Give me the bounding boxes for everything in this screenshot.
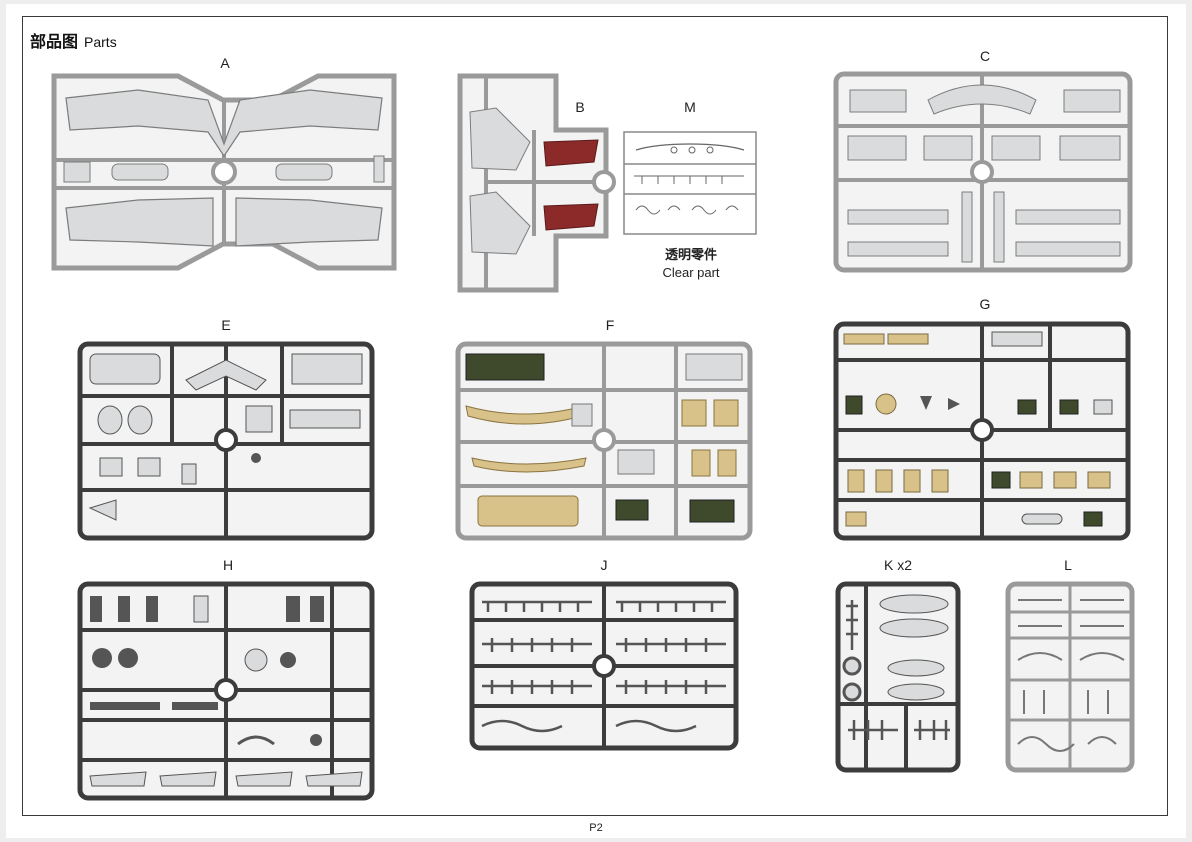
sprue-c [833, 71, 1133, 273]
sprue-label-l: L [1064, 557, 1072, 573]
sprue-l [1005, 581, 1135, 773]
sprue-h [77, 581, 375, 801]
sprue-label-k: K x2 [883, 557, 912, 573]
sprue-g [833, 321, 1131, 541]
sprue-f [455, 341, 753, 541]
sprue-label-m: M [684, 99, 696, 115]
page-title: 部品图 Parts [30, 28, 117, 52]
sprue-e [77, 341, 375, 541]
sprue-k [835, 581, 961, 773]
page-number: P2 [589, 822, 603, 834]
page-title-zh: 部品图 [30, 34, 79, 51]
sprue-a [51, 73, 397, 271]
sprue-m [623, 131, 757, 235]
clear-part-note-zh: 透明零件 [664, 247, 717, 262]
sprue-label-a: A [220, 55, 230, 71]
sprue-label-g: G [979, 296, 991, 312]
clear-part-note: 透明零件 Clear part [636, 244, 746, 280]
sprue-j [469, 581, 739, 751]
sprue-label-b: B [575, 99, 585, 115]
sprue-label-e: E [221, 317, 231, 333]
sprue-label-c: C [979, 48, 991, 64]
page-frame [22, 16, 1168, 816]
clear-part-note-en: Clear part [662, 265, 720, 280]
sprue-label-j: J [600, 557, 608, 573]
sprue-label-h: H [222, 557, 234, 573]
page-title-en: Parts [84, 34, 117, 50]
sprue-b [457, 73, 616, 293]
sprue-label-f: F [605, 317, 615, 333]
